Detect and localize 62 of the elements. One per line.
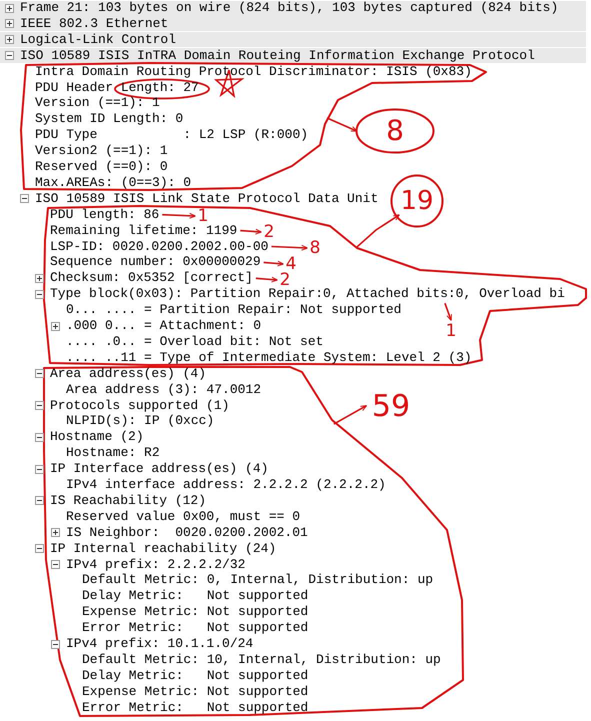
tree-row: Default Metric: 10, Internal, Distribution: up (82, 652, 441, 667)
handwritten-number: 8 (308, 238, 322, 258)
tree-row: Delay Metric: Not supported (82, 589, 308, 604)
tree-row: Version (==1): 1 (35, 96, 160, 110)
tree-row: NLPID(s): IP (0xcc) (66, 414, 214, 428)
tree-row: IP Interface address(es) (4) (50, 462, 268, 476)
tree-row: Protocols supported (1) (50, 398, 230, 412)
tree-row: Type block(0x03): Partition Repair:0, Attached bits:0, Overload bi (50, 287, 565, 302)
tree-row: Expense Metric: Not supported (82, 684, 308, 699)
tree-row: Frame 21: 103 bytes on wire (824 bits), 103 bytes captured (824 bits) (20, 1, 558, 15)
tree-row: IS Reachability (12) (50, 494, 206, 508)
tree-row: Delay Metric: Not supported (82, 668, 308, 683)
tree-row: Intra Domain Routing Protocol Discriminator: ISIS (0x83) (35, 64, 472, 79)
handwritten-number: 2 (262, 222, 276, 242)
arrow (162, 212, 196, 219)
tree-row: Reserved (==0): 0 (35, 160, 168, 174)
handwritten-number: 1 (196, 206, 210, 226)
tree-row: LSP-ID: 0020.0200.2002.00-00 (50, 240, 268, 254)
handwritten-number: 59 (364, 388, 418, 426)
arrow (271, 244, 308, 251)
tree-row: ISO 10589 ISIS Link State Protocol Data Unit (35, 192, 378, 206)
arrow (256, 276, 278, 282)
circled-number: 8 (355, 108, 435, 154)
tree-row: Expense Metric: Not supported (82, 605, 308, 620)
tree-row: Error Metric: Not supported (82, 700, 308, 715)
arrow (264, 260, 284, 266)
tree-row: IS Neighbor: 0020.0200.2002.01 (66, 526, 308, 540)
tree-row: IPv4 interface address: 2.2.2.2 (2.2.2.2) (66, 478, 386, 492)
tree-row: Area address(es) (4) (50, 366, 206, 381)
tree-row: Area address (3): 47.0012 (66, 382, 262, 397)
tree-row: Logical-Link Control (20, 32, 176, 47)
handwritten-number: 1 (444, 321, 458, 341)
tree-row: Sequence number: 0x00000029 (50, 255, 261, 270)
arrow (333, 405, 368, 425)
tree-row: Reserved value 0x00, must == 0 (66, 510, 300, 524)
tree-row: .... .0.. = Overload bit: Not set (66, 334, 324, 349)
tree-row: IP Internal reachability (24) (50, 542, 276, 556)
tree-row: ISO 10589 ISIS InTRA Domain Routeing Information Exchange Protocol (20, 48, 535, 63)
tree-row: IPv4 prefix: 2.2.2.2/32 (66, 558, 246, 572)
tree-row: Hostname: R2 (66, 446, 160, 460)
handwritten-number: 2 (278, 270, 292, 290)
tree-row: .000 0... = Attachment: 0 (66, 319, 262, 333)
circled-number: 19 (390, 174, 444, 228)
tree-row: Error Metric: Not supported (82, 621, 308, 636)
tree-row: Version2 (==1): 1 (35, 144, 168, 158)
arrow (444, 302, 452, 322)
tree-row: IEEE 802.3 Ethernet (20, 16, 168, 31)
tree-row: PDU Header Length: 27 (35, 80, 199, 94)
tree-row: IPv4 prefix: 10.1.1.0/24 (66, 637, 254, 651)
tree-row: System ID Length: 0 (35, 112, 184, 126)
tree-row: PDU Type : L2 LSP (R:000) (35, 128, 308, 142)
tree-row: Max.AREAs: (0==3): 0 (35, 176, 192, 190)
tree-row: Checksum: 0x5352 [correct] (50, 271, 253, 286)
arrow (326, 117, 358, 132)
tree-row: PDU length: 86 (50, 208, 160, 222)
arrow (240, 228, 262, 234)
tree-row: .... ..11 = Type of Intermediate System: Level 2 (3) (66, 350, 472, 365)
tree-row: 0... .... = Partition Repair: Not supported (66, 303, 402, 318)
tree-row: Remaining lifetime: 1199 (50, 224, 238, 238)
arrow (356, 214, 400, 248)
tree-row: Hostname (2) (50, 430, 144, 444)
tree-row: Default Metric: 0, Internal, Distribution: up (82, 573, 434, 588)
